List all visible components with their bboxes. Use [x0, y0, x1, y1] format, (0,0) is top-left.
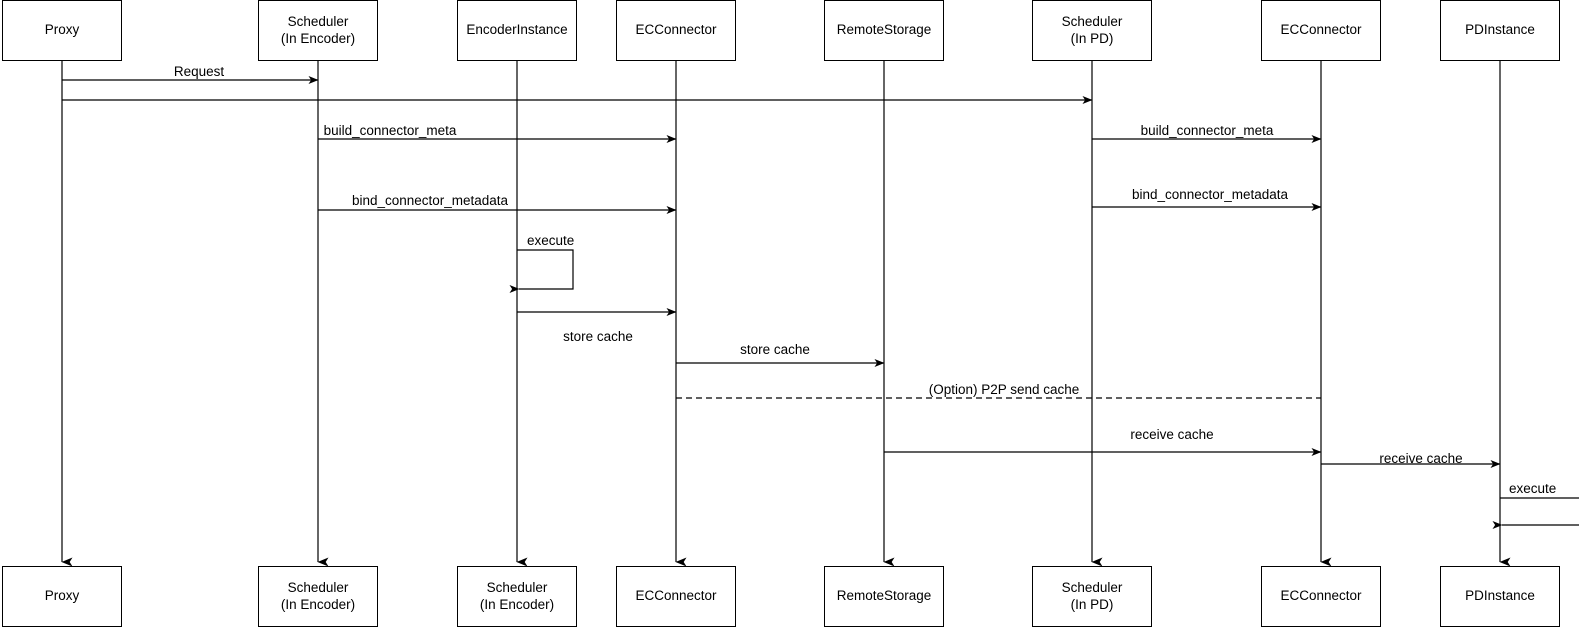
messages-group [62, 76, 1501, 468]
participant-box-top-pdinstance[interactable]: PDInstance [1440, 0, 1560, 61]
message-label-m11: receive cache [1379, 451, 1463, 466]
message-label-m5: bind_connector_metadata [351, 193, 509, 208]
message-label-m3: build_connector_meta [323, 123, 457, 138]
participant-name: RemoteStorage [836, 22, 932, 38]
participant-box-top-sched_enc[interactable]: Scheduler(In Encoder) [258, 0, 378, 61]
participant-qualifier: (In Encoder) [280, 596, 356, 612]
participant-name: Scheduler [486, 579, 548, 595]
participant-box-bottom-remotestore[interactable]: RemoteStorage [824, 566, 944, 627]
participant-box-top-sched_pd[interactable]: Scheduler(In PD) [1032, 0, 1152, 61]
participant-qualifier: (In PD) [1070, 30, 1114, 46]
participant-box-bottom-sched_pd[interactable]: Scheduler(In PD) [1032, 566, 1152, 627]
participant-name: ECConnector [1280, 588, 1362, 604]
participant-box-bottom-proxy[interactable]: Proxy [2, 566, 122, 627]
message-label-m10: receive cache [1130, 427, 1214, 442]
participant-box-top-remotestore[interactable]: RemoteStorage [824, 0, 944, 61]
participant-qualifier: (In Encoder) [280, 30, 356, 46]
participant-box-bottom-ecc_right[interactable]: ECConnector [1261, 566, 1381, 627]
message-label-m9: (Option) P2P send cache [928, 382, 1080, 397]
participant-box-top-ecc_right[interactable]: ECConnector [1261, 0, 1381, 61]
participant-name: PDInstance [1465, 588, 1535, 604]
participant-name: Scheduler [287, 13, 349, 29]
participant-name: RemoteStorage [836, 588, 932, 604]
participant-name: Proxy [44, 588, 80, 604]
self-messages-group [509, 249, 1579, 529]
participant-name: ECConnector [635, 22, 717, 38]
participant-name: Scheduler [1061, 579, 1123, 595]
self-message-loop-s1[interactable] [509, 249, 574, 293]
message-label-m4: build_connector_meta [1140, 123, 1274, 138]
participant-box-bottom-enc_inst[interactable]: Scheduler(In Encoder) [457, 566, 577, 627]
message-label-m1: Request [173, 64, 225, 79]
participant-box-bottom-pdinstance[interactable]: PDInstance [1440, 566, 1560, 627]
participant-box-bottom-ecc_left[interactable]: ECConnector [616, 566, 736, 627]
participant-box-bottom-sched_enc[interactable]: Scheduler(In Encoder) [258, 566, 378, 627]
participant-name: Scheduler [1061, 13, 1123, 29]
message-label-m8: store cache [740, 342, 810, 357]
participant-box-top-ecc_left[interactable]: ECConnector [616, 0, 736, 61]
self-message-label-s2: execute [1509, 481, 1557, 496]
participant-name: EncoderInstance [466, 22, 568, 38]
participant-name: Scheduler [287, 579, 349, 595]
message-label-m6: bind_connector_metadata [1131, 187, 1289, 202]
participant-name: ECConnector [635, 588, 717, 604]
participant-name: PDInstance [1465, 22, 1535, 38]
participant-qualifier: (In Encoder) [479, 596, 555, 612]
participant-name: Proxy [44, 22, 80, 38]
participant-box-top-enc_inst[interactable]: EncoderInstance [457, 0, 577, 61]
participant-name: ECConnector [1280, 22, 1362, 38]
self-message-loop-s2[interactable] [1492, 497, 1579, 529]
participant-box-top-proxy[interactable]: Proxy [2, 0, 122, 61]
self-message-label-s1: execute [527, 233, 575, 248]
lifelines-group [61, 61, 1511, 567]
participant-qualifier: (In PD) [1070, 596, 1114, 612]
message-label-m7: store cache [563, 329, 633, 344]
